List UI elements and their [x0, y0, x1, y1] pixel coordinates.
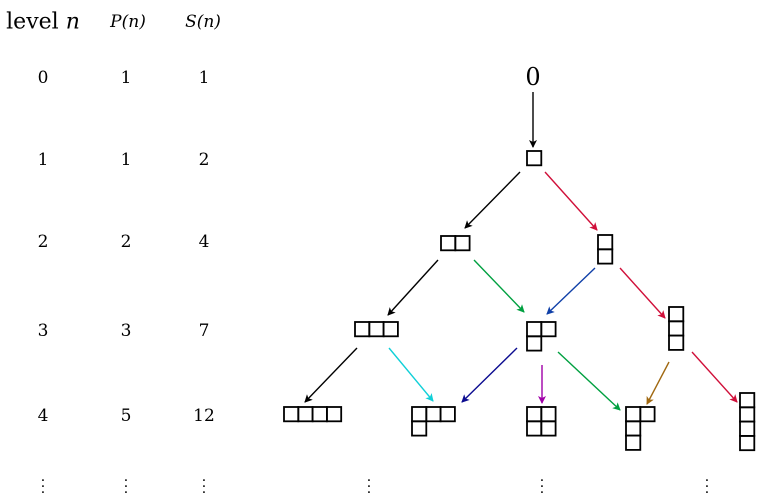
arrow-p11-to-p21	[546, 267, 596, 315]
table-continuation-dots: ···	[201, 473, 207, 501]
arrow-p11-to-p111	[619, 267, 666, 319]
box	[668, 306, 685, 323]
cell-P: 1	[120, 150, 132, 170]
box	[526, 335, 543, 352]
box	[540, 420, 557, 437]
box	[540, 321, 557, 338]
box	[283, 406, 300, 423]
box	[739, 420, 756, 437]
arrow-p1-to-p2	[464, 171, 521, 229]
box	[597, 248, 614, 265]
box	[668, 334, 685, 351]
box	[439, 406, 456, 423]
cell-P: 3	[120, 321, 132, 341]
arrow-p21-to-p31	[461, 347, 518, 403]
young-diagram-p2	[440, 235, 471, 252]
young-diagram-p21	[526, 321, 557, 352]
box	[425, 406, 442, 423]
cell-S: 7	[198, 321, 210, 341]
cell-n: 2	[37, 232, 49, 252]
box	[411, 420, 428, 437]
arrow-p3-to-p4	[304, 347, 358, 403]
cell-P: 1	[120, 68, 132, 88]
box	[668, 320, 685, 337]
arrow-p2-to-p21	[473, 259, 525, 313]
box	[625, 434, 642, 451]
lattice-continuation-dots: ···	[704, 473, 710, 501]
young-diagram-p3	[354, 321, 399, 338]
young-diagram-p11	[597, 234, 614, 265]
box	[739, 434, 756, 452]
young-diagram-p4	[283, 406, 343, 423]
table-continuation-dots: ···	[40, 473, 46, 501]
header-s: S(n)	[185, 12, 221, 32]
header-p: P(n)	[110, 12, 146, 32]
box	[382, 321, 399, 338]
box	[411, 406, 428, 423]
cell-S: 12	[193, 406, 215, 426]
box	[739, 392, 756, 409]
cell-n: 1	[37, 150, 49, 170]
young-diagram-p1	[526, 150, 543, 167]
header-level-var: n	[65, 9, 80, 35]
arrow-p2-to-p3	[387, 259, 439, 316]
box	[297, 406, 314, 423]
cell-n: 3	[37, 321, 49, 341]
arrow-p111-to-p211	[646, 361, 670, 405]
cell-S: 4	[198, 232, 210, 252]
box	[540, 406, 557, 423]
arrow-p1-to-p11	[544, 171, 598, 231]
box	[325, 406, 343, 423]
lattice-continuation-dots: ···	[539, 473, 545, 501]
header-level: level n	[6, 10, 80, 35]
box	[311, 406, 328, 423]
box	[625, 406, 642, 423]
young-diagram-p31	[411, 406, 456, 437]
cell-P: 5	[120, 406, 132, 426]
cell-n: 0	[37, 68, 49, 88]
arrow-p111-to-p1111	[691, 351, 738, 403]
box	[625, 420, 642, 437]
box	[639, 406, 656, 423]
box	[526, 406, 543, 423]
young-diagram-p211	[625, 406, 656, 451]
box	[368, 321, 385, 338]
box	[526, 150, 543, 167]
arrow-p21-to-p211	[557, 351, 621, 411]
box	[440, 235, 457, 252]
young-diagram-p111	[668, 306, 685, 351]
cell-S: 2	[198, 150, 210, 170]
box	[597, 234, 614, 251]
cell-S: 1	[198, 68, 210, 88]
young-diagram-p1111	[739, 392, 756, 452]
box	[526, 321, 543, 338]
box	[526, 420, 543, 437]
cell-n: 4	[37, 406, 49, 426]
cell-P: 2	[120, 232, 132, 252]
young-diagram-p22	[526, 406, 557, 437]
box	[354, 321, 371, 338]
arrow-p3-to-p31	[388, 347, 434, 402]
box	[739, 406, 756, 423]
root-label: 0	[525, 63, 541, 91]
header-level-text: level	[6, 9, 59, 35]
table-continuation-dots: ···	[123, 473, 129, 501]
lattice-continuation-dots: ···	[366, 473, 372, 501]
box	[454, 235, 471, 252]
